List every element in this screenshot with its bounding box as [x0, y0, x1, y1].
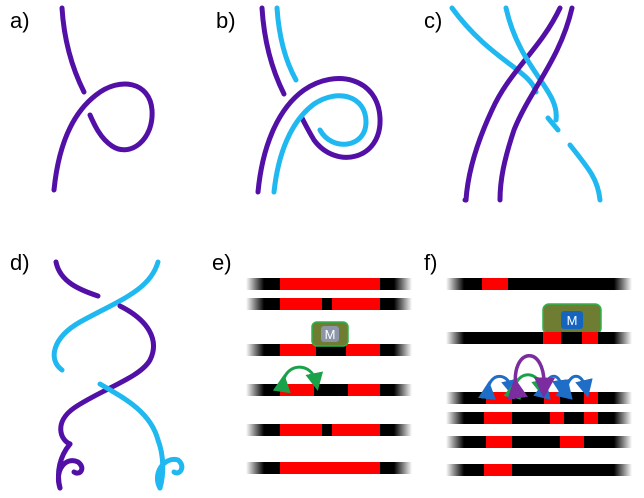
track-f-5 — [446, 436, 632, 448]
panel-d-crossings — [51, 259, 185, 491]
panel-e-tracks: M — [246, 278, 412, 474]
panel-label-f: f) — [424, 250, 437, 275]
track-f-6 — [446, 464, 632, 476]
track-f-2 — [446, 332, 632, 344]
marker-e-label: M — [325, 327, 336, 342]
arrow-f-green — [503, 373, 549, 400]
panel-label-e: e) — [212, 250, 232, 275]
marker-f-label: M — [567, 313, 578, 328]
track-f-4 — [446, 412, 632, 424]
panel-c-twist — [449, 5, 603, 203]
panel-label-b: b) — [216, 8, 236, 33]
track-e-6 — [246, 462, 412, 474]
track-e-4 — [246, 384, 412, 396]
panel-b-double-loop — [255, 5, 383, 195]
panel-label-a: a) — [10, 8, 30, 33]
track-e-5 — [246, 424, 412, 436]
marker-e: M — [311, 321, 349, 347]
arrow-f-blue-right — [555, 374, 593, 400]
track-e-2 — [246, 298, 412, 310]
panel-label-c: c) — [424, 8, 442, 33]
panel-a-loop — [51, 5, 155, 193]
track-f-1 — [446, 278, 632, 290]
track-e-1 — [246, 278, 412, 290]
arrow-f-blue-left — [478, 374, 519, 400]
panel-label-d: d) — [10, 250, 30, 275]
marker-f: M — [542, 303, 602, 335]
arrow-e-green — [272, 365, 324, 394]
arrow-f-purple — [507, 354, 555, 400]
track-e-3 — [246, 344, 412, 356]
track-f-3 — [446, 392, 632, 404]
panel-f-tracks: M — [446, 278, 632, 476]
arrow-f-blue-mid — [533, 374, 570, 400]
